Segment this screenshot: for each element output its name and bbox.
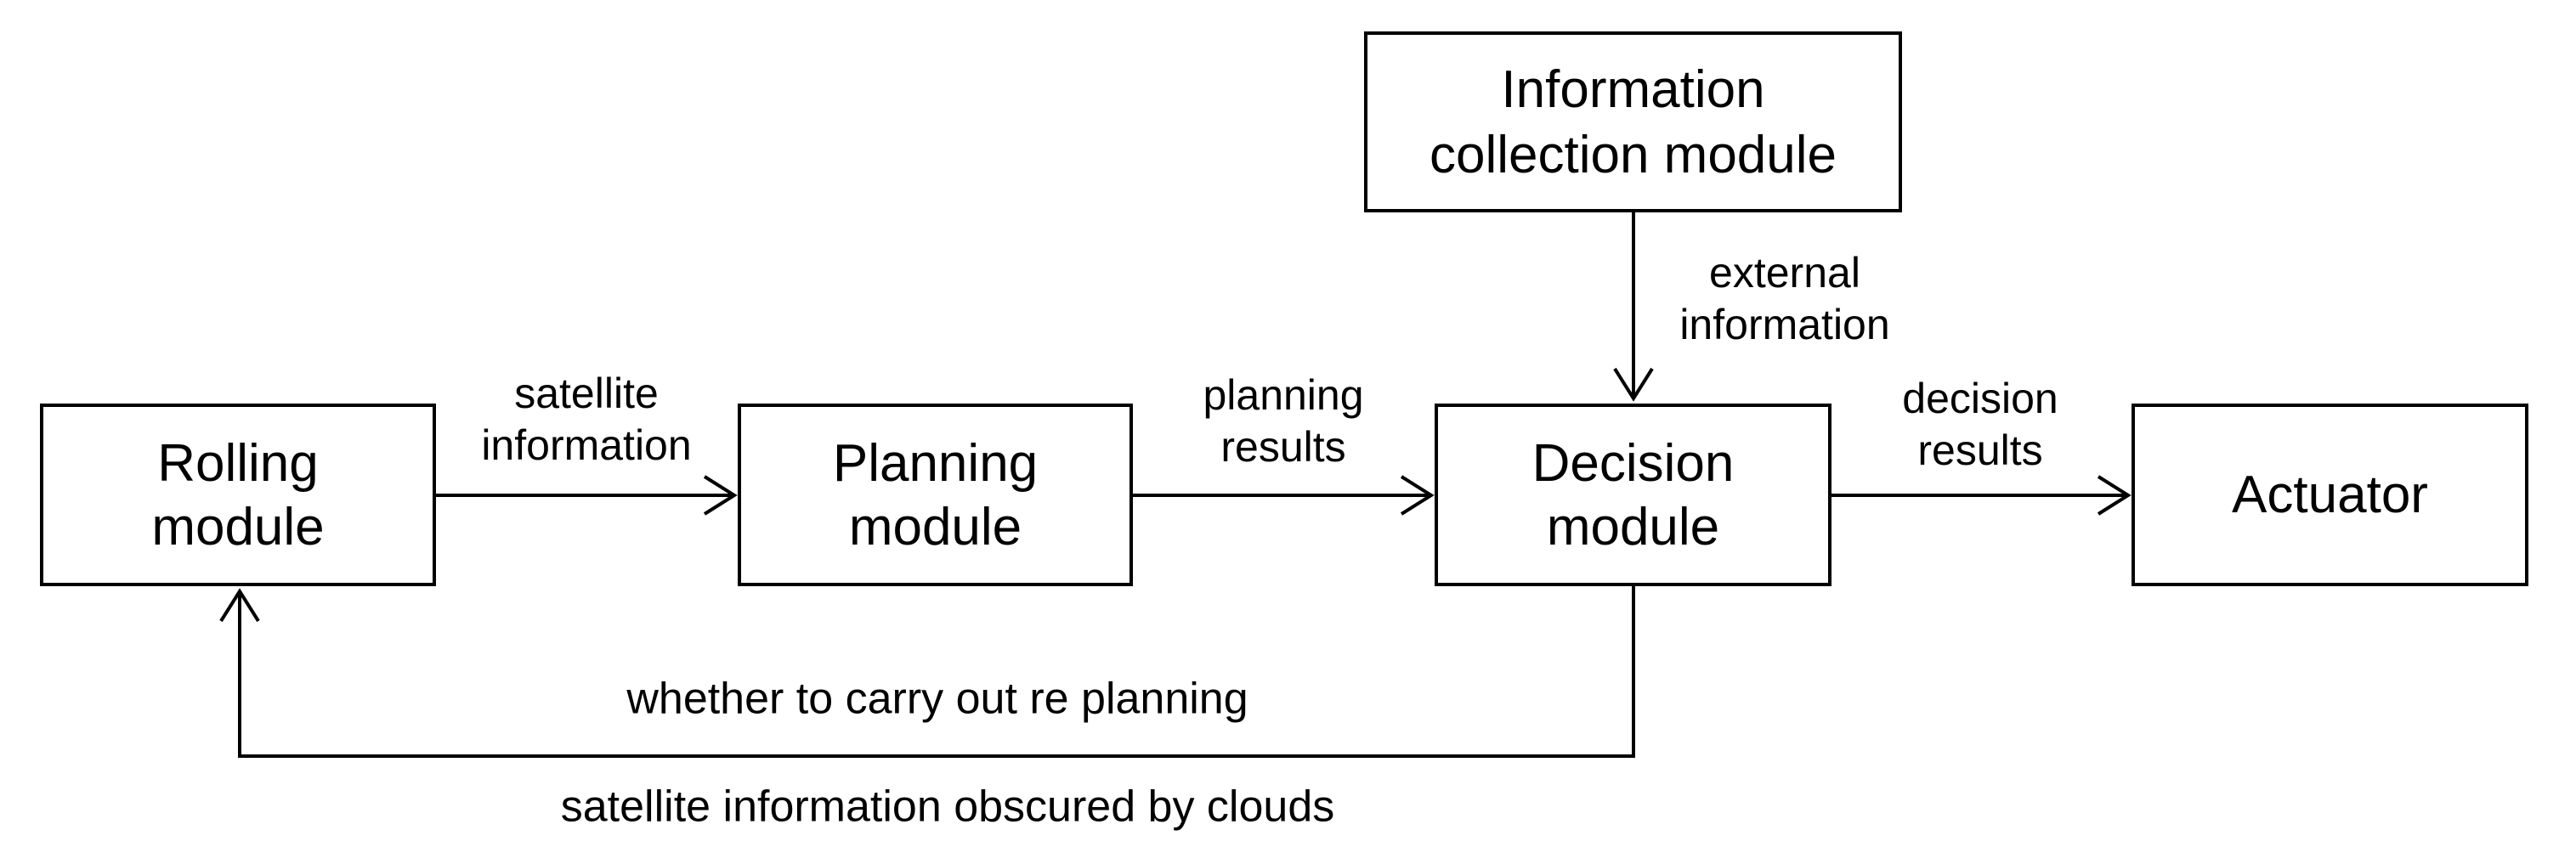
edge-label-planning-results: planning results: [1203, 370, 1363, 473]
arrowhead-feedback-to-rolling: [219, 588, 260, 623]
edge-label-line: information: [1679, 301, 1890, 348]
arrowhead-info-to-decision: [1613, 367, 1654, 402]
node-label-line: Planning: [832, 433, 1039, 493]
node-label-line: module: [1546, 497, 1720, 556]
node-label-line: Information: [1501, 59, 1765, 119]
node-label-line: module: [848, 497, 1022, 556]
node-label-line: Decision: [1531, 433, 1735, 493]
edge-label-line: external: [1709, 249, 1860, 296]
node-label-line: module: [151, 497, 325, 556]
edge-label-line: satellite information obscured by clouds: [560, 782, 1335, 832]
edge-label-decision-results: decision results: [1902, 373, 2058, 477]
arrowhead-rolling-to-planning: [703, 475, 738, 516]
edge-label-feedback-replanning: whether to carry out re planning: [626, 674, 1248, 726]
edge-label-line: planning: [1203, 371, 1364, 419]
edge-label-line: satellite: [514, 370, 659, 417]
edge-label-satellite-information: satellite information: [481, 368, 691, 472]
arrowhead-planning-to-decision: [1400, 475, 1435, 516]
node-decision-module: Decision module: [1435, 404, 1832, 586]
edge-label-line: whether to carry out re planning: [626, 674, 1248, 724]
feedback-line-decision-to-rolling: [238, 586, 1635, 758]
edge-label-line: results: [1220, 423, 1346, 471]
node-actuator: Actuator: [2132, 404, 2528, 586]
node-planning-module: Planning module: [738, 404, 1133, 586]
edge-label-feedback-clouds: satellite information obscured by clouds: [561, 782, 1334, 833]
node-label-line: Rolling: [157, 433, 319, 493]
node-label-line: Actuator: [2232, 466, 2428, 524]
edge-label-line: results: [1917, 426, 2043, 474]
edge-label-line: decision: [1902, 375, 2058, 422]
node-label-line: collection module: [1429, 125, 1837, 184]
node-information-collection-module: Information collection module: [1364, 31, 1902, 212]
node-rolling-module: Rolling module: [40, 404, 436, 586]
arrowhead-decision-to-actuator: [2097, 475, 2132, 516]
edge-label-external-information: external information: [1679, 247, 1889, 351]
edge-label-line: information: [481, 421, 692, 469]
